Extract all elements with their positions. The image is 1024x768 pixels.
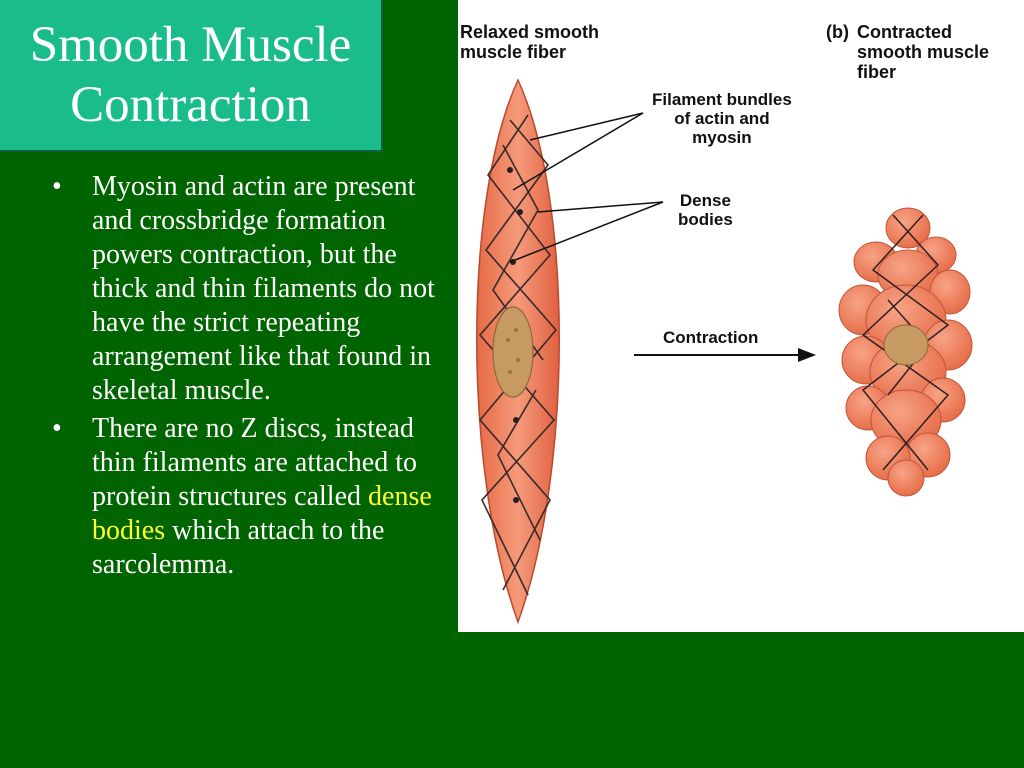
- contracted-nucleus: [884, 325, 928, 365]
- contraction-label: Contraction: [663, 328, 758, 348]
- bullet-marker: •: [52, 412, 62, 446]
- contracted-fiber: [839, 208, 972, 496]
- nucleus: [493, 307, 533, 397]
- relaxed-fiber: [477, 80, 560, 622]
- figure-part-b: (b): [826, 22, 849, 82]
- muscle-diagram: Relaxed smooth muscle fiber (b) Contract…: [458, 0, 1024, 632]
- contraction-arrow: [634, 348, 816, 362]
- slide-title: Smooth Muscle Contraction: [0, 0, 383, 152]
- title-line-1: Smooth Muscle: [30, 15, 352, 75]
- title-line-2: Contraction: [70, 75, 311, 135]
- bullet-text: Myosin and actin are present and crossbr…: [92, 171, 435, 406]
- dense-bodies-label: Dense bodies: [678, 191, 733, 229]
- contracted-fiber-label: (b) Contracted smooth muscle fiber: [826, 22, 989, 82]
- bullet-list: • Myosin and actin are present and cross…: [52, 170, 447, 586]
- filament-bundles-label: Filament bundles of actin and myosin: [652, 90, 792, 147]
- relaxed-fiber-label: Relaxed smooth muscle fiber: [460, 22, 599, 62]
- bullet-item: • There are no Z discs, instead thin fil…: [52, 412, 447, 582]
- bullet-marker: •: [52, 170, 62, 204]
- bullet-item: • Myosin and actin are present and cross…: [52, 170, 447, 408]
